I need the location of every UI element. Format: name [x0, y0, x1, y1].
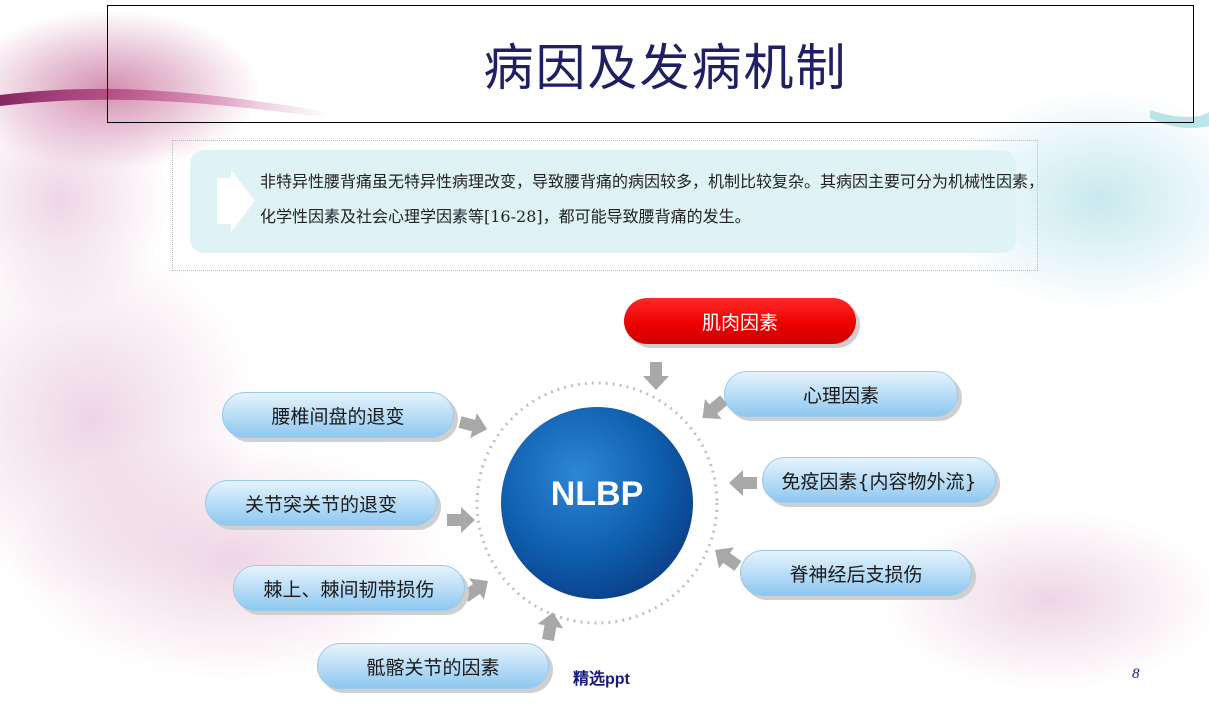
footer-label: 精选ppt: [573, 671, 630, 688]
page-number: 8: [1132, 666, 1140, 682]
hub-ring: [475, 381, 719, 625]
arrow-right-icon: [217, 170, 255, 232]
factor-muscle: 肌肉因素: [624, 298, 856, 344]
factor-facet-joint: 关节突关节的退变: [205, 480, 437, 526]
factor-psychological: 心理因素: [724, 371, 958, 417]
arrow-facet: [447, 507, 475, 533]
hub-label: NLBP: [550, 475, 644, 513]
factor-immune: 免疫因素{内容物外流}: [762, 457, 996, 503]
arrow-sacroiliac: [535, 610, 566, 643]
arrow-muscle: [643, 362, 669, 390]
factor-dorsal-ramus: 脊神经后支损伤: [740, 550, 972, 596]
title-box: 病因及发病机制: [107, 5, 1194, 123]
arrow-immune: [729, 470, 757, 496]
intro-panel: [190, 150, 1016, 253]
factor-disc: 腰椎间盘的退变: [222, 392, 454, 438]
intro-text: 非特异性腰背痛虽无特异性病理改变，导致腰背痛的病因较多，机制比较复杂。其病因主要…: [260, 172, 1045, 226]
hub-circle: [501, 407, 693, 599]
arrow-disc: [456, 409, 491, 442]
intro-panel-border: [172, 140, 1038, 271]
factor-ligament: 棘上、棘间韧带损伤: [233, 565, 465, 611]
factor-sacroiliac: 骶髂关节的因素: [317, 643, 549, 689]
slide-title: 病因及发病机制: [483, 39, 848, 97]
